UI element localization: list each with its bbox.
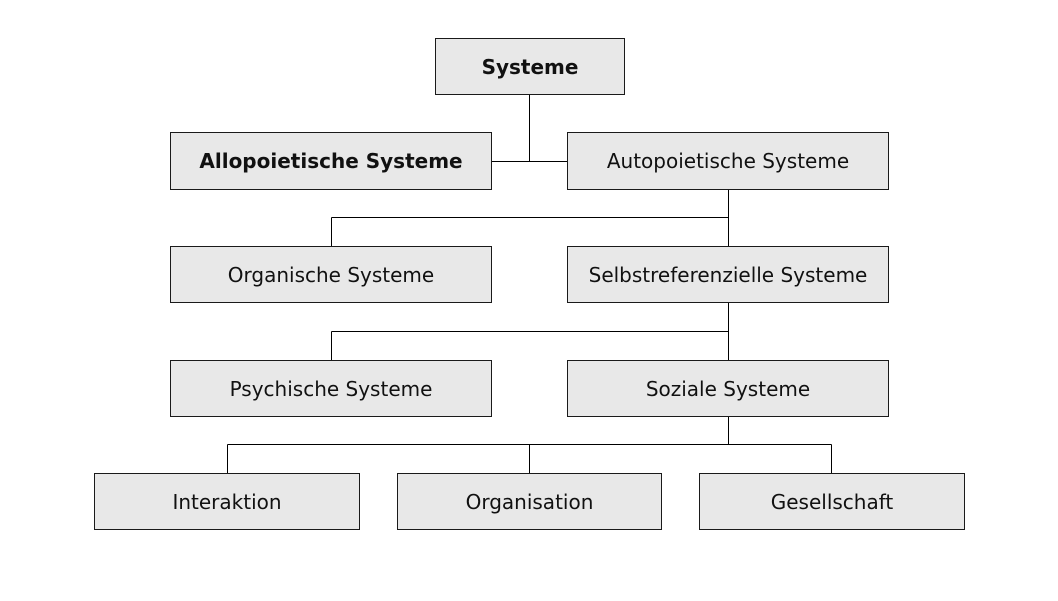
node-autopoietische-systeme: Autopoietische Systeme bbox=[567, 132, 889, 190]
node-selbstreferenzielle-systeme: Selbstreferenzielle Systeme bbox=[567, 246, 889, 303]
node-organisation: Organisation bbox=[397, 473, 662, 530]
node-soziale-systeme: Soziale Systeme bbox=[567, 360, 889, 417]
node-psychische-systeme: Psychische Systeme bbox=[170, 360, 492, 417]
node-allopoietische-systeme: Allopoietische Systeme bbox=[170, 132, 492, 190]
node-systeme: Systeme bbox=[435, 38, 625, 95]
node-interaktion: Interaktion bbox=[94, 473, 360, 530]
node-gesellschaft: Gesellschaft bbox=[699, 473, 965, 530]
node-organische-systeme: Organische Systeme bbox=[170, 246, 492, 303]
